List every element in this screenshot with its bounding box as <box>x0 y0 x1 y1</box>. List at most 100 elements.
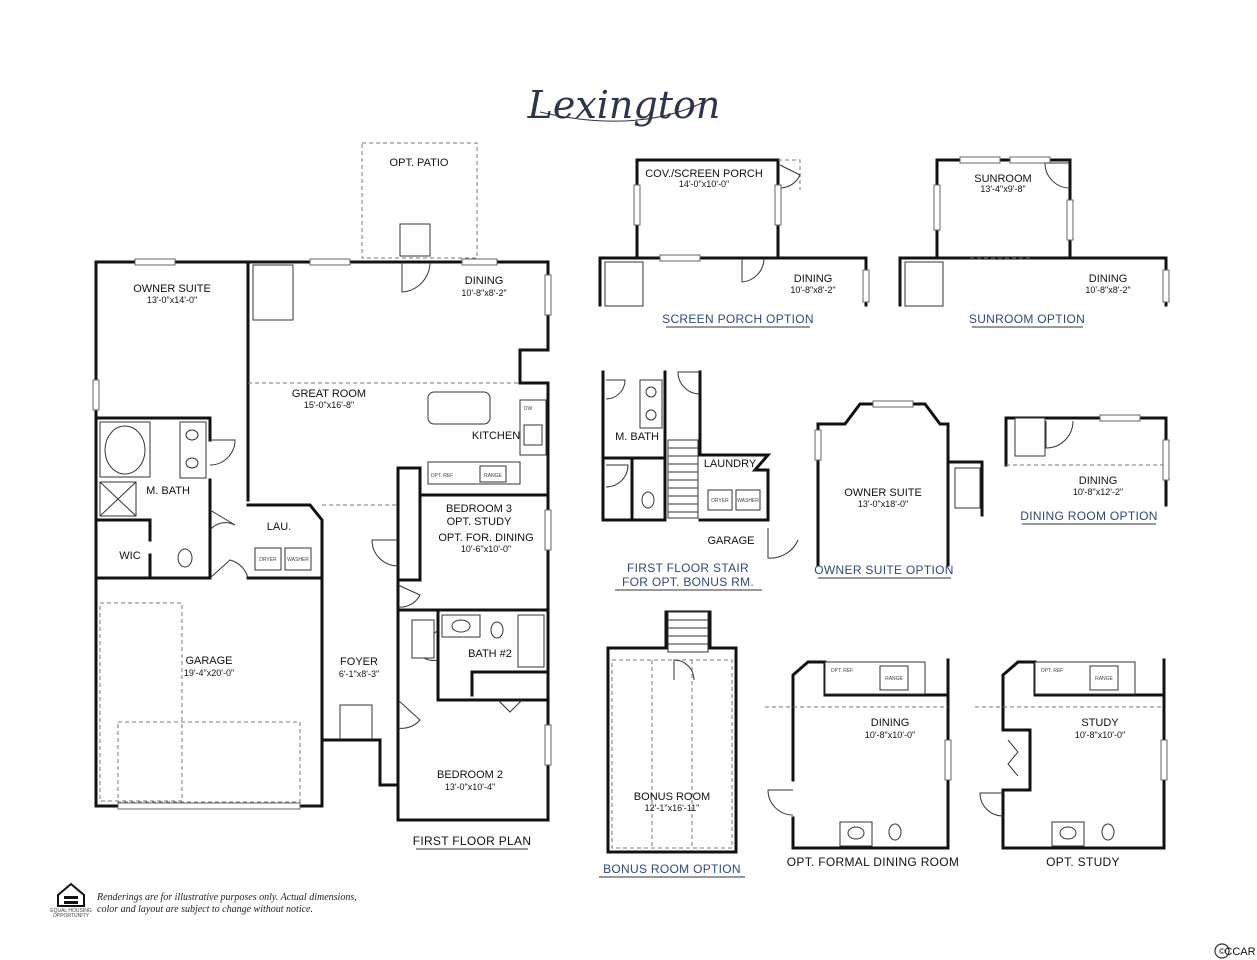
room-label: STUDY <box>1081 717 1119 729</box>
room-dim: 10'-8"x10'-0" <box>1075 730 1125 740</box>
sink <box>645 386 657 398</box>
first-floor-plan: DRYER WASHER DW RANGE OPT. REF OPT. PATI… <box>92 142 552 850</box>
room-label: OPT. PATIO <box>390 157 449 169</box>
equal-housing-logo: EQUAL HOUSING OPPORTUNITY <box>50 882 92 919</box>
toilet <box>177 548 193 568</box>
washer-label: WASHER <box>287 557 309 563</box>
bonus-room-walls <box>606 610 738 854</box>
room-label: BONUS ROOM <box>634 791 710 803</box>
bath-door-2 <box>209 509 236 531</box>
stair-walls-west <box>601 370 667 522</box>
room-label: OWNER SUITE <box>133 283 211 295</box>
stair-option: DRYER WASHER M. BATH LAUNDRY GARAGE FIRS… <box>601 370 799 591</box>
patio-step <box>399 223 431 257</box>
dw-label: DW <box>524 406 533 412</box>
fireplace <box>904 261 944 307</box>
wall-bed3-north <box>396 466 550 497</box>
room-label: OPT. FOR. DINING <box>438 532 533 544</box>
disclaimer-line-1: Renderings are for illustrative purposes… <box>96 892 357 903</box>
dining-room-option: DINING 10'-8"x12'-2" DINING ROOM OPTION <box>1004 414 1170 525</box>
stair-door <box>677 371 701 395</box>
room-label: KITCHEN <box>472 430 520 442</box>
room-dim: 12'-1"x16'-11" <box>645 803 700 813</box>
bed3-door <box>371 539 399 567</box>
room-label: OWNER SUITE <box>844 487 922 499</box>
sunroom-door <box>1044 162 1071 189</box>
study-option: RANGE OPT. REF STUDY 10'-8"x10'-0" OPT. … <box>975 658 1168 869</box>
room-label: DINING <box>1079 475 1118 487</box>
stair-walls-east <box>698 370 772 522</box>
owner-suite-closet <box>946 460 984 517</box>
bonus-stairs <box>667 611 709 653</box>
window <box>1162 439 1170 481</box>
owner-suite-walls <box>816 402 950 567</box>
room-dim: 13'-4"x9'-8" <box>980 184 1025 194</box>
room-label: DINING <box>465 275 504 287</box>
range-label: RANGE <box>484 473 502 479</box>
room-label: LAU. <box>267 521 291 533</box>
room-dim: 13'-0"x14'-0" <box>147 295 197 305</box>
toilet <box>888 823 902 841</box>
range <box>1089 665 1119 691</box>
stair-lines <box>668 447 698 513</box>
room-dim: 15'-0"x16'-8" <box>304 400 354 410</box>
wall-east-upper <box>518 348 550 612</box>
opt-patio-outline <box>361 142 478 259</box>
room-label: LAUNDRY <box>704 458 757 470</box>
study-caption: OPT. STUDY <box>1046 855 1120 869</box>
window <box>814 429 822 461</box>
window <box>544 724 552 766</box>
room-dim: 19'-4"x20'-0" <box>184 668 234 678</box>
wall-laundry <box>246 503 324 580</box>
washer-label: WASHER <box>737 498 759 504</box>
room-label: SUNROOM <box>974 173 1031 185</box>
room-label: GREAT ROOM <box>292 388 366 400</box>
vanity <box>1051 821 1085 847</box>
room-label: BEDROOM 2 <box>437 769 503 781</box>
bed3-closet-door <box>397 584 421 608</box>
fireplace <box>954 467 981 509</box>
formal-dining-option: RANGE OPT. REF DINING 10'-8"x10'-0" OPT.… <box>765 658 959 869</box>
sink <box>645 409 657 421</box>
range-label: RANGE <box>1095 676 1113 682</box>
range <box>479 465 507 483</box>
stair-caption-2: FOR OPT. BONUS RM. <box>622 575 754 589</box>
sunroom-caption: SUNROOM OPTION <box>969 312 1085 326</box>
bed2-door <box>397 699 421 729</box>
window <box>134 258 176 266</box>
shower-x <box>99 481 137 517</box>
fireplace <box>252 264 294 321</box>
range <box>879 665 909 691</box>
vanity <box>179 421 207 479</box>
window <box>1009 156 1051 164</box>
front-door <box>339 704 373 740</box>
window <box>1160 739 1168 781</box>
room-label: GARAGE <box>707 535 754 547</box>
dryer <box>707 489 733 511</box>
kitchen-island <box>427 391 491 425</box>
dining-option-door <box>1045 420 1074 449</box>
room-dim: 13'-0"x18'-0" <box>858 499 908 509</box>
garage-door <box>767 528 799 559</box>
window <box>659 254 701 262</box>
plan-title: Lexington <box>527 83 721 127</box>
window <box>872 400 914 408</box>
bath-door <box>209 439 236 466</box>
sink <box>185 457 199 469</box>
opt-ref-label: OPT. REF <box>431 473 454 479</box>
sink <box>185 429 199 441</box>
opt-ref-label: OPT. REF <box>1041 668 1064 674</box>
dining-option-caption: DINING ROOM OPTION <box>1020 509 1157 523</box>
toilet <box>1101 823 1115 841</box>
title-flourish <box>539 97 713 122</box>
room-label: GARAGE <box>185 655 232 667</box>
porch-door-dash <box>778 159 801 190</box>
room-label: BEDROOM 3 <box>446 503 512 515</box>
dryer <box>254 547 282 571</box>
bath2-vanity <box>441 614 481 638</box>
window <box>461 258 498 266</box>
closet-door <box>605 464 629 488</box>
tub <box>99 421 151 478</box>
window <box>1162 269 1170 303</box>
first-floor-caption: FIRST FLOOR PLAN <box>413 834 532 848</box>
